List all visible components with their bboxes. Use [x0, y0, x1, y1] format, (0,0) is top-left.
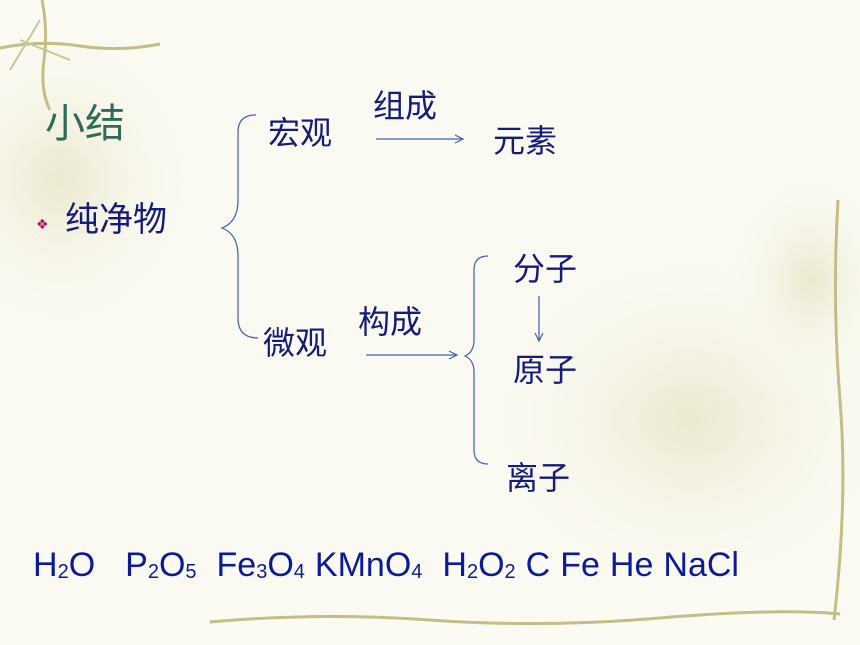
- chemical-formula: H2O2: [442, 546, 515, 584]
- micro-target-atom: 原子: [513, 351, 578, 389]
- diamond-bullet-icon: ❖: [36, 217, 49, 233]
- formula-symbol: C: [525, 546, 551, 584]
- micro-relation: 构成: [358, 303, 423, 341]
- micro-target-molecule: 分子: [513, 250, 578, 288]
- chemical-formula: H2O: [33, 546, 95, 584]
- formula-subscript: 4: [293, 561, 305, 583]
- formula-symbol: O: [68, 546, 96, 584]
- chemical-formula: P2O5: [125, 546, 196, 584]
- formula-subscript: 3: [256, 561, 268, 583]
- macro-label: 宏观: [268, 114, 333, 152]
- formula-symbol: He: [609, 546, 654, 584]
- formula-symbol: O: [267, 546, 294, 584]
- formula-symbol: O: [158, 546, 186, 584]
- chemical-formula: He: [610, 546, 653, 584]
- macro-relation: 组成: [373, 87, 438, 125]
- formula-subscript: 2: [504, 561, 516, 583]
- formula-subscript: 5: [185, 561, 197, 583]
- formula-subscript: 2: [466, 561, 479, 583]
- chemical-formula: Fe3O4: [217, 546, 305, 584]
- formula-symbol: H: [33, 546, 58, 584]
- chemical-formula: C: [526, 546, 551, 584]
- formula-symbol: NaCl: [663, 546, 739, 584]
- formula-subscript: 4: [411, 561, 423, 583]
- formula-symbol: Fe: [216, 546, 257, 584]
- formula-subscript: 2: [147, 561, 159, 583]
- micro-target-ion: 离子: [506, 459, 571, 497]
- slide-title: 小结: [45, 101, 125, 147]
- formula-symbol: H: [442, 546, 467, 584]
- formula-symbol: P: [125, 546, 148, 584]
- chemical-formula: Fe: [560, 546, 600, 584]
- formula-symbol: O: [478, 546, 505, 584]
- micro-label: 微观: [263, 324, 328, 362]
- macro-target: 元素: [493, 122, 558, 160]
- chemical-formula: KMnO4: [315, 546, 422, 584]
- formula-subscript: 2: [57, 561, 69, 583]
- formula-symbol: KMnO: [314, 546, 412, 584]
- formula-symbol: Fe: [560, 546, 600, 584]
- chemical-formula: NaCl: [663, 546, 739, 584]
- subject-label: 纯净物: [65, 200, 167, 240]
